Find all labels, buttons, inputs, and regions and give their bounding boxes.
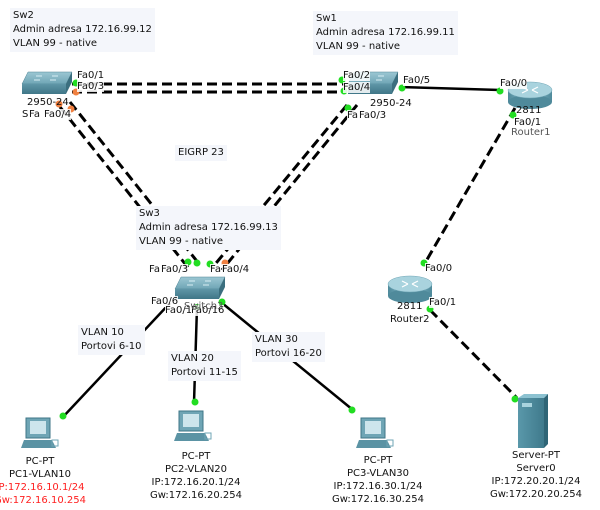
port-r1-fa00: Fa0/0 [500, 78, 528, 89]
pc1-label: PC-PT PC1-VLAN10 IP:172.16.10.1/24 Gw:17… [0, 455, 86, 507]
server0-icon[interactable] [518, 394, 548, 448]
router1-name-label: Router1 [511, 127, 551, 138]
port-sw2-fa03: Fa0/3 [77, 81, 105, 92]
pc3-icon[interactable] [356, 417, 394, 448]
server0-label: Server-PT Server0 IP:172.20.20.1/24 Gw:1… [490, 449, 582, 501]
port-sw2-fa04: Fa0/4 [44, 109, 72, 120]
note-sw2-vlan: VLAN 99 - native [13, 38, 98, 49]
note-vlan20-line1: VLAN 20 [171, 353, 214, 364]
note-vlan30: VLAN 30 Portovi 16-20 [252, 332, 325, 362]
note-vlan10-line2: Portovi 6-10 [81, 341, 142, 352]
switch3-icon[interactable] [174, 276, 226, 299]
port-sw1-fa01: Fa [347, 110, 358, 121]
pc2-name: PC2-VLAN20 [164, 464, 228, 475]
port-sw1-fa05: Fa0/5 [403, 75, 431, 86]
port-sw3-fa03: Fa0/3 [161, 264, 189, 275]
pc1-name: PC1-VLAN10 [8, 469, 72, 480]
note-vlan20: VLAN 20 Portovi 11-15 [168, 351, 241, 381]
pc2-type: PC-PT [181, 451, 211, 462]
note-vlan20-line2: Portovi 11-15 [171, 367, 238, 378]
note-sw2: Sw2 Admin adresa 172.16.99.12 VLAN 99 - … [10, 8, 155, 52]
router2-icon[interactable] [387, 275, 433, 303]
switch2-model-label: 2950-24 [27, 97, 69, 108]
note-sw3-name: Sw3 [139, 208, 160, 219]
pc1-icon[interactable] [21, 417, 59, 448]
link-sw1-sw3-b [220, 104, 359, 271]
port-r2-fa00: Fa0/0 [425, 263, 453, 274]
note-vlan10-line1: VLAN 10 [81, 327, 124, 338]
note-sw1-name: Sw1 [316, 13, 337, 24]
port-r1-fa01: Fa0/1 [514, 117, 542, 128]
link-sw1-r1 [399, 85, 501, 92]
port-sw2-fa01: Fa0/1 [77, 70, 105, 81]
link-sw1-sw3-a [210, 104, 349, 269]
pc2-icon[interactable] [174, 410, 212, 441]
port-sw3-fa011: Fa0/1 [165, 305, 193, 316]
port-sw3-fa01: Fa [149, 264, 160, 275]
pc3-type: PC-PT [363, 455, 393, 466]
server0-type: Server-PT [512, 450, 560, 461]
note-sw3-vlan: VLAN 99 - native [139, 236, 224, 247]
link-sw3-pc1 [61, 302, 171, 419]
server0-gw: Gw:172.20.20.254 [490, 489, 582, 500]
port-sw1-fa04: Fa0/4 [343, 82, 371, 93]
link-status-dots [55, 76, 519, 420]
note-vlan30-line2: Portovi 16-20 [255, 348, 322, 359]
port-sw3-fa016: Fa0/16 [191, 305, 225, 316]
switch2-icon[interactable] [21, 71, 73, 94]
pc2-gw: Gw:172.16.20.254 [150, 490, 242, 501]
switch2-name-label: S [22, 109, 29, 121]
pc3-label: PC-PT PC3-VLAN30 IP:172.16.30.1/24 Gw:17… [332, 454, 424, 506]
port-sw1-fa02: Fa0/2 [343, 70, 371, 81]
router2-name-label: Router2 [390, 314, 430, 325]
pc1-type: PC-PT [25, 456, 55, 467]
link-r2-server [428, 308, 519, 400]
pc2-ip: IP:172.16.20.1/24 [151, 477, 241, 488]
pc3-gw: Gw:172.16.30.254 [332, 494, 424, 505]
pc1-gw: Gw:172.16.10.254 [0, 495, 86, 506]
port-sw1-fa03: Fa0/3 [359, 110, 387, 121]
port-sw3-fa04: Fa0/4 [222, 264, 250, 275]
port-r2-fa01: Fa0/1 [429, 297, 457, 308]
switch3-name-label: Switch3 [184, 301, 224, 312]
link-r1-r2 [423, 107, 517, 264]
note-vlan30-line1: VLAN 30 [255, 334, 298, 345]
note-routing: EIGRP 23 [175, 145, 227, 161]
note-sw1: Sw1 Admin adresa 172.16.99.11 VLAN 99 - … [313, 11, 458, 55]
pc2-label: PC-PT PC2-VLAN20 IP:172.16.20.1/24 Gw:17… [150, 450, 242, 502]
switch1-model-label: 2950-24 [370, 98, 412, 109]
note-sw1-admin: Admin adresa 172.16.99.11 [316, 27, 455, 38]
router2-model-label: 2811 [397, 301, 423, 312]
note-sw1-vlan: VLAN 99 - native [316, 41, 401, 52]
port-sw3-fa02: Fa [210, 264, 221, 275]
server0-name: Server0 [516, 463, 556, 474]
port-sw2-fa02: Fa [29, 109, 40, 120]
note-vlan10: VLAN 10 Portovi 6-10 [78, 325, 145, 355]
port-sw3-fa06: Fa0/6 [151, 296, 179, 307]
pc3-ip: IP:172.16.30.1/24 [333, 481, 423, 492]
server0-ip: IP:172.20.20.1/24 [491, 476, 581, 487]
pc3-name: PC3-VLAN30 [346, 468, 410, 479]
pc1-ip: IP:172.16.10.1/24 [0, 482, 85, 493]
note-sw2-admin: Admin adresa 172.16.99.12 [13, 24, 152, 35]
note-sw3-admin: Admin adresa 172.16.99.13 [139, 222, 278, 233]
router1-model-label: 2811 [516, 105, 542, 116]
note-sw3: Sw3 Admin adresa 172.16.99.13 VLAN 99 - … [136, 206, 281, 250]
note-sw2-name: Sw2 [13, 10, 34, 21]
